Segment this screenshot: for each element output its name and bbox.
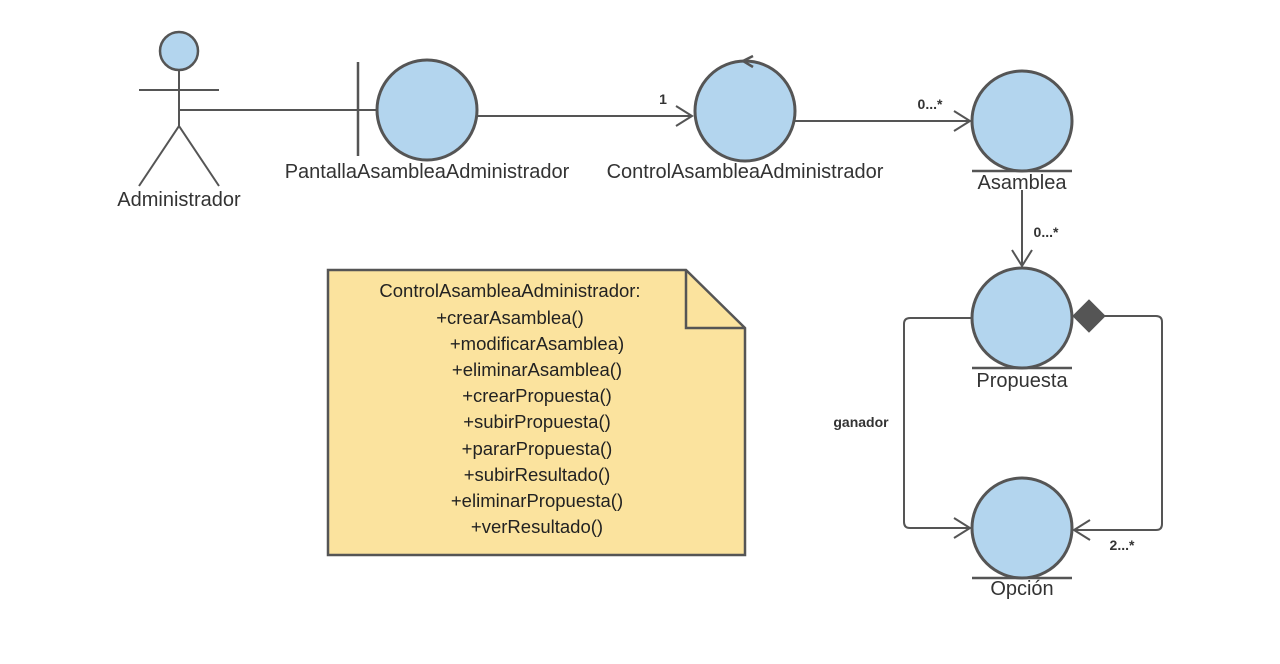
note-line: +eliminarPropuesta() [451, 490, 623, 511]
entity-propuesta[interactable]: Propuesta [970, 266, 1074, 392]
note[interactable]: ControlAsambleaAdministrador: +crearAsam… [326, 268, 747, 557]
note-line: +eliminarAsamblea() [452, 359, 622, 380]
opcion-label: Opción [990, 578, 1053, 600]
control-label: ControlAsambleaAdministrador [607, 161, 884, 183]
boundary-circle [375, 58, 479, 162]
boundary-pantalla-asamblea-administrador[interactable]: PantallaAsambleaAdministrador [285, 58, 570, 183]
arrowhead-asamblea-propuesta [1011, 249, 1033, 268]
asamblea-label: Asamblea [978, 172, 1068, 194]
edge-propuesta-opcion-composition [1074, 315, 1163, 531]
control-arrow-icon [740, 54, 754, 69]
note-fold [684, 270, 745, 330]
entity-asamblea[interactable]: Asamblea [970, 69, 1074, 194]
edge-propuesta-opcion-ganador [903, 317, 972, 529]
propuesta-circle [970, 266, 1074, 370]
boundary-label: PantallaAsambleaAdministrador [285, 161, 570, 183]
actor-administrador[interactable]: Administrador [117, 30, 241, 211]
opcion-circle [970, 476, 1074, 580]
multiplicity-boundary-control: 1 [659, 91, 667, 107]
actor-label: Administrador [117, 189, 241, 211]
multiplicity-control-asamblea: 0...* [918, 96, 943, 112]
control-asamblea-administrador[interactable]: ControlAsambleaAdministrador [607, 54, 884, 183]
composition-diamond-icon [1072, 299, 1106, 333]
note-line: +pararPropuesta() [462, 438, 613, 459]
note-line: +subirResultado() [464, 464, 611, 485]
note-line: +crearAsamblea() [436, 307, 584, 328]
propuesta-label: Propuesta [976, 370, 1068, 392]
arrowhead-ganador [953, 517, 972, 539]
multiplicity-propuesta-opcion: 2...* [1110, 537, 1135, 553]
actor-head [158, 30, 200, 72]
arrowhead-boundary-control [675, 105, 694, 127]
note-body [326, 268, 747, 557]
multiplicity-asamblea-propuesta: 0...* [1034, 224, 1059, 240]
actor-right-leg [178, 125, 220, 187]
control-circle [693, 59, 797, 163]
arrowhead-control-asamblea [953, 110, 972, 132]
note-line: +verResultado() [471, 516, 603, 537]
note-line: +modificarAsamblea) [450, 333, 624, 354]
actor-left-leg [138, 125, 180, 187]
asamblea-circle [970, 69, 1074, 173]
note-line: +subirPropuesta() [463, 411, 611, 432]
note-line: ControlAsambleaAdministrador: [379, 280, 640, 301]
role-ganador: ganador [833, 414, 889, 430]
arrowhead-composition [1072, 519, 1091, 541]
entity-opcion[interactable]: Opción [970, 476, 1074, 600]
note-line: +crearPropuesta() [462, 385, 612, 406]
